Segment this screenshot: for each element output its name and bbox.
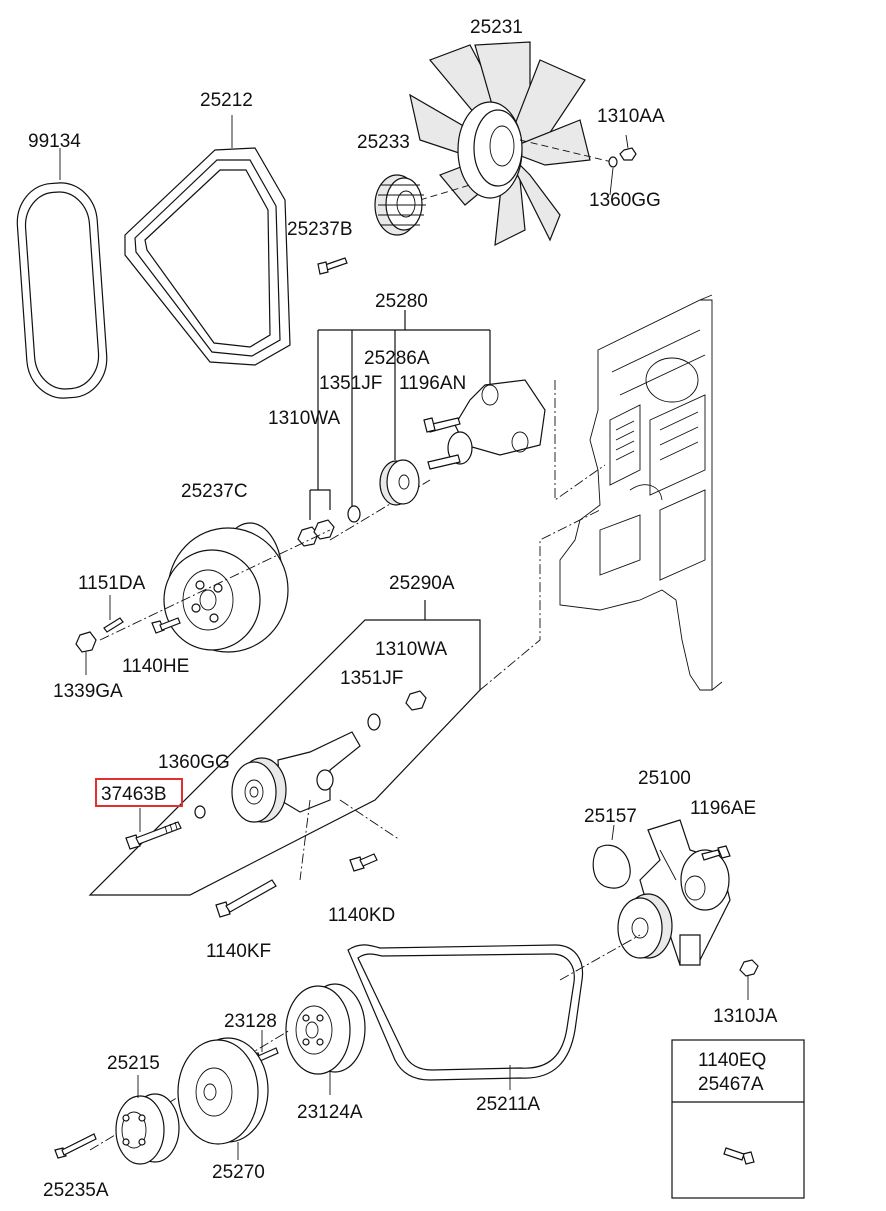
label-1360GG-mid: 1360GG <box>158 752 230 773</box>
label-1140KF: 1140KF <box>206 941 271 962</box>
washer-1351JF-top <box>347 505 361 523</box>
nut-1310AA <box>619 134 637 161</box>
label-99134: 99134 <box>28 131 81 152</box>
gasket-25157 <box>592 824 631 889</box>
bolt-25235A <box>54 1133 97 1159</box>
label-25233: 25233 <box>357 132 410 153</box>
bolt-1140HE <box>151 617 181 634</box>
nut-1310JA <box>739 959 759 1000</box>
label-25270: 25270 <box>212 1162 265 1183</box>
label-25100: 25100 <box>638 768 691 789</box>
label-1310WA-mid: 1310WA <box>375 639 447 660</box>
inset-box <box>671 1039 805 1199</box>
fan-clutch-25233 <box>374 174 426 236</box>
label-1310WA-top: 1310WA <box>268 408 340 429</box>
label-25235A: 25235A <box>43 1180 109 1201</box>
bolt-1140KD <box>349 853 378 872</box>
damper-25270 <box>177 1037 269 1160</box>
nuts-1310WA-top <box>297 519 335 547</box>
idler-pulley-25286A <box>379 459 420 506</box>
label-1196AE: 1196AE <box>690 798 756 819</box>
highlight-box-37463B <box>95 778 183 807</box>
label-25212: 25212 <box>200 90 253 111</box>
label-25157: 25157 <box>584 806 637 827</box>
pulley-23124A <box>285 983 366 1095</box>
nut-1339GA <box>75 631 97 675</box>
pulley-25215 <box>115 1075 180 1165</box>
engine-block <box>559 294 723 691</box>
pulley-25237C <box>163 522 289 653</box>
label-1140EQ: 1140EQ <box>698 1050 766 1071</box>
belt-25211A <box>347 944 584 1090</box>
label-23124A: 23124A <box>297 1102 363 1123</box>
stud-1151DA <box>103 595 124 633</box>
label-1351JF-top: 1351JF <box>319 373 382 394</box>
label-25290A: 25290A <box>389 573 455 594</box>
tensioner-25290A <box>88 509 601 896</box>
label-37463B: 37463B <box>101 784 167 805</box>
idler-bracket-25280 <box>309 310 606 541</box>
label-25231: 25231 <box>470 17 523 38</box>
label-1360GG-top: 1360GG <box>589 190 661 211</box>
label-25237C: 25237C <box>181 481 248 502</box>
label-1140HE: 1140HE <box>122 656 189 677</box>
label-1339GA: 1339GA <box>53 681 123 702</box>
centerline-upper <box>99 529 331 641</box>
belt-99134 <box>16 148 108 399</box>
bolt-25237B <box>317 257 348 275</box>
label-1196AN: 1196AN <box>399 373 466 394</box>
fan-25231 <box>409 41 613 247</box>
label-25211A: 25211A <box>476 1094 540 1115</box>
label-1351JF-mid: 1351JF <box>340 668 403 689</box>
part-labels: 25231 25212 99134 25233 1310AA 1360GG 25… <box>28 17 778 1201</box>
label-23128: 23128 <box>224 1011 277 1032</box>
label-1140KD: 1140KD <box>328 905 395 926</box>
label-1310AA: 1310AA <box>597 106 665 127</box>
bolt-1196AE <box>701 845 731 861</box>
water-pump-25100 <box>617 819 731 966</box>
label-1310JA: 1310JA <box>713 1006 778 1027</box>
label-25215: 25215 <box>107 1053 160 1074</box>
label-25280: 25280 <box>375 291 428 312</box>
bolt-37463B <box>125 808 182 850</box>
bolt-1140KF <box>215 879 277 918</box>
label-1151DA: 1151DA <box>78 573 146 594</box>
belt-25212 <box>124 115 291 366</box>
label-25467A: 25467A <box>698 1074 764 1095</box>
washer-1360GG-top <box>608 156 618 196</box>
label-25237B: 25237B <box>287 219 353 240</box>
centerline-pump <box>559 934 641 981</box>
label-25286A: 25286A <box>364 348 430 369</box>
